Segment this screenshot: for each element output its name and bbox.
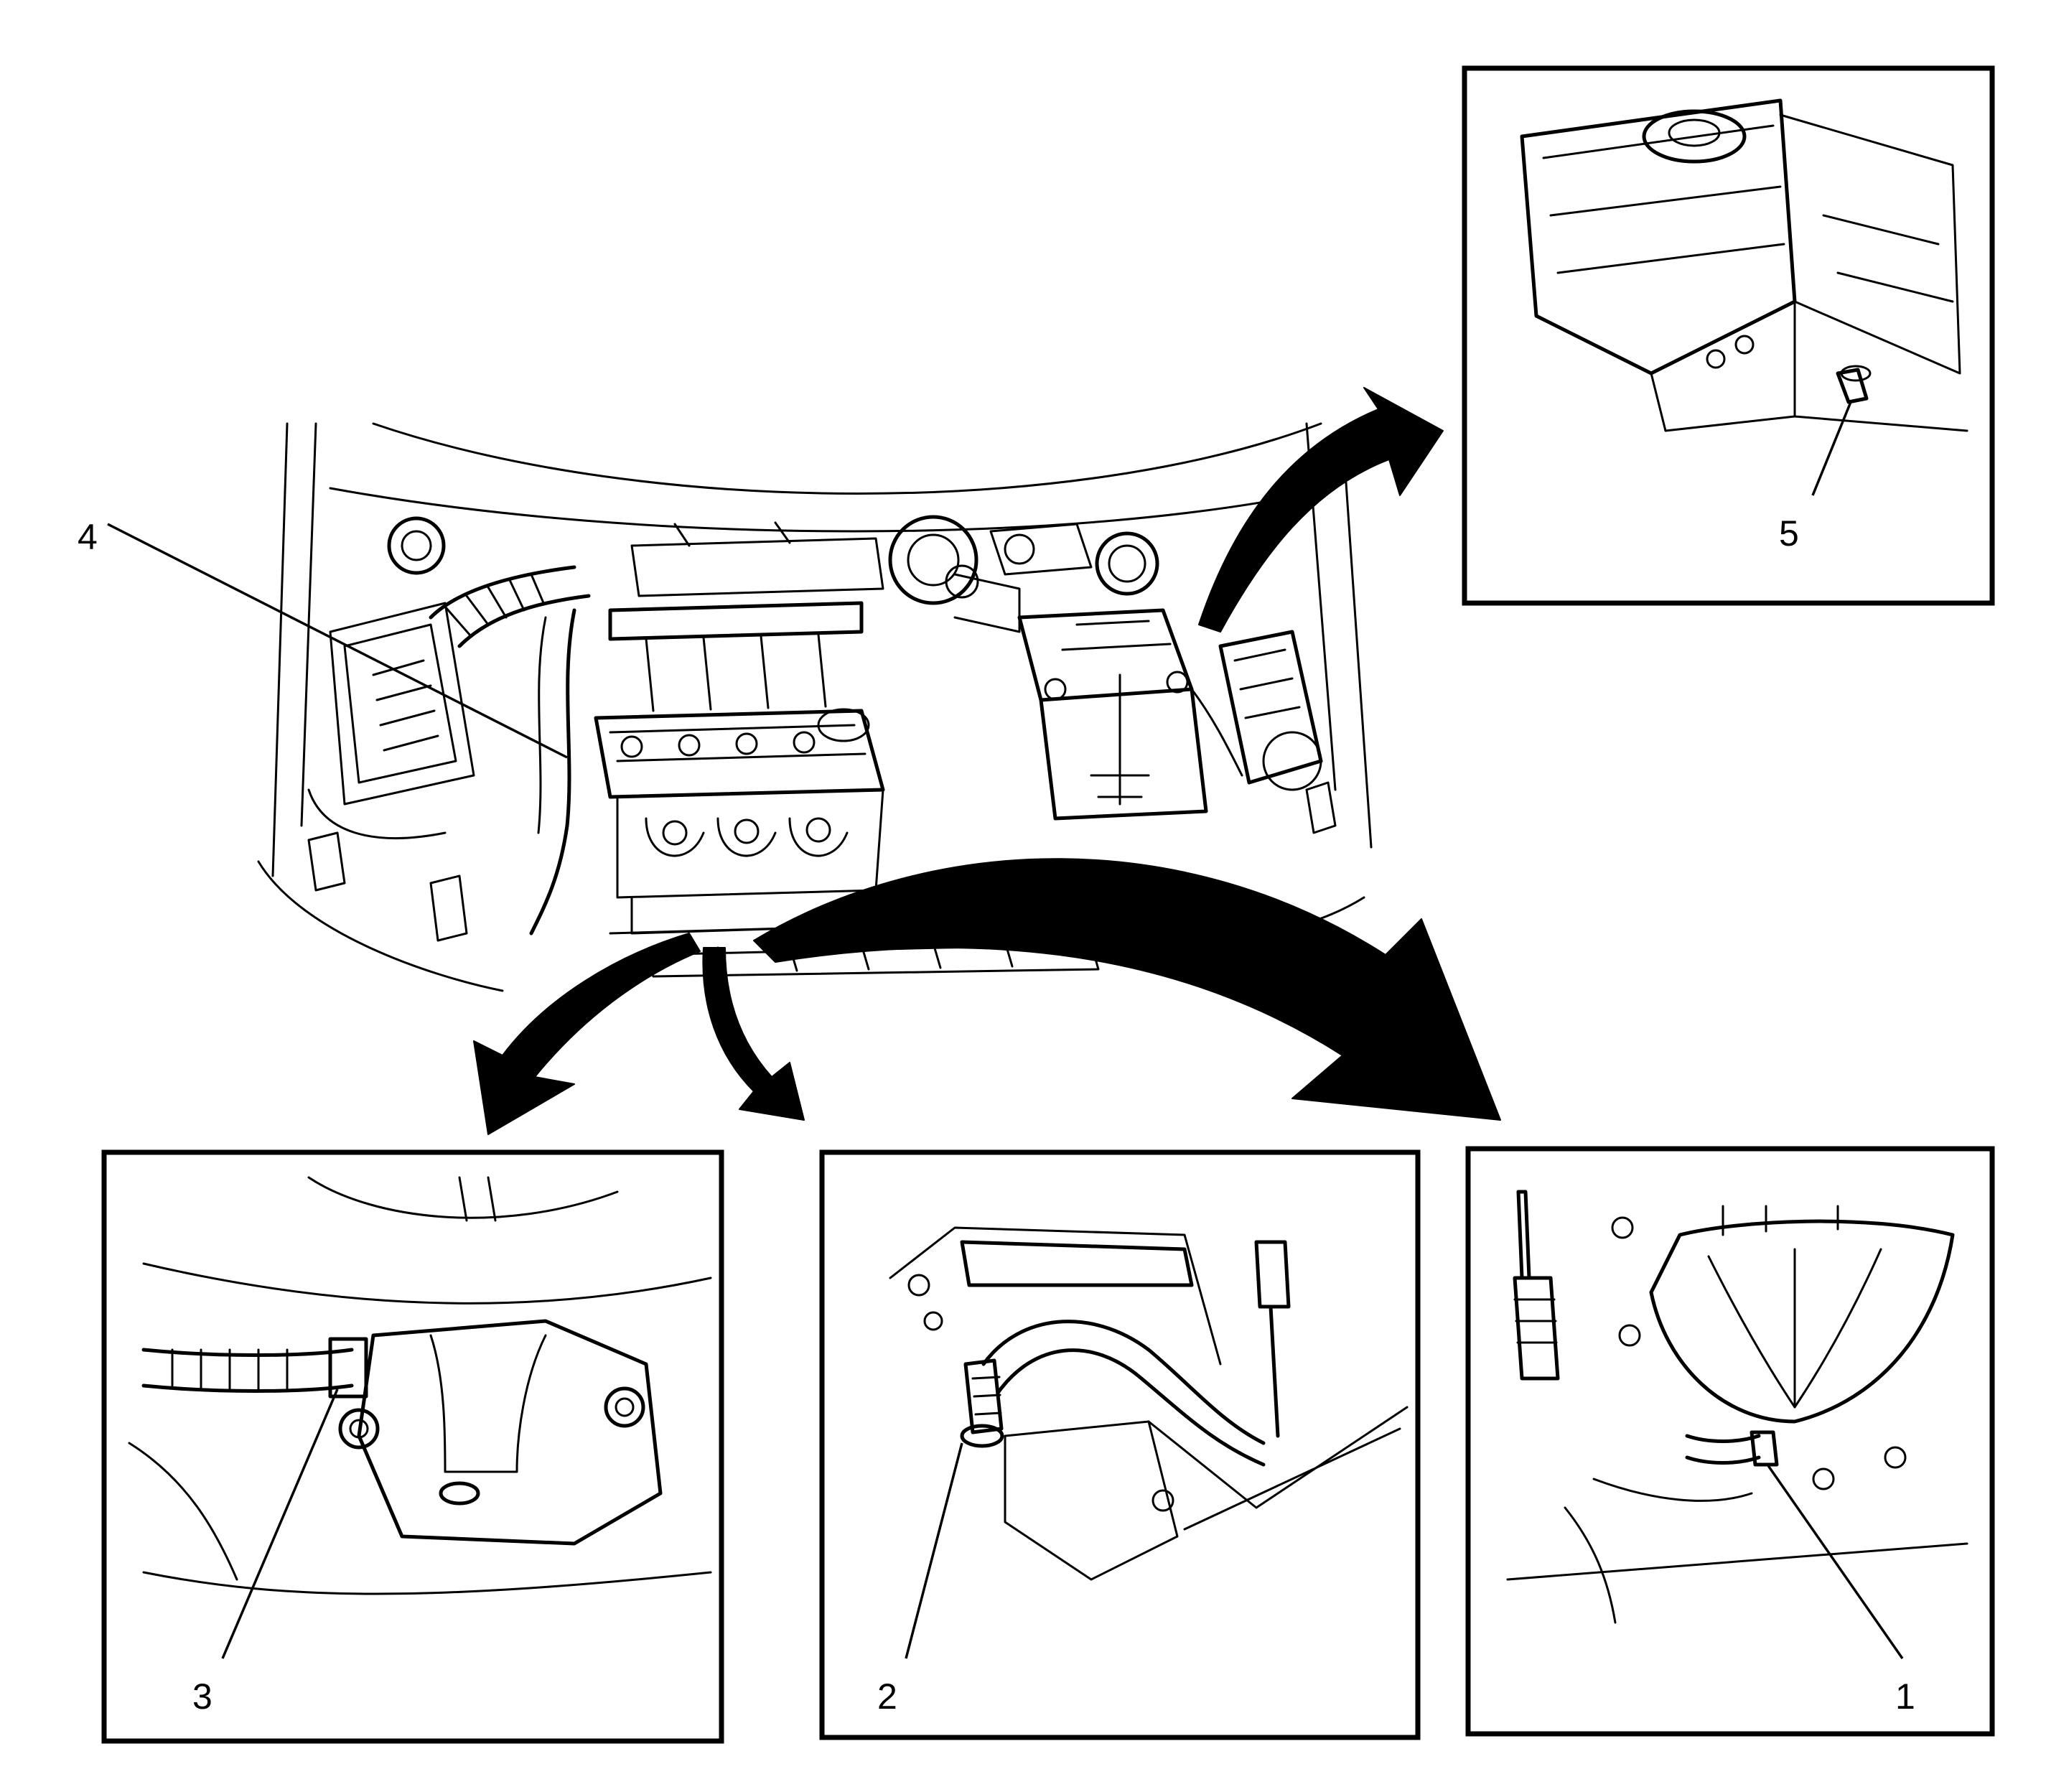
detail-panel-3: 3 (101, 1149, 724, 1744)
callout-label: 5 (1779, 513, 1799, 554)
callout-label: 3 (192, 1676, 212, 1717)
arrow-to-panel-3 (473, 933, 701, 1135)
brake-master-cylinder (888, 515, 1021, 633)
wiper-motor (989, 523, 1093, 576)
callout-4: 4 (78, 517, 568, 759)
detail-panel-2: 2 (819, 1149, 1421, 1740)
detail-panel-1: 1 (1465, 1146, 1995, 1737)
reservoir-cap (1095, 531, 1159, 596)
intake-manifold (608, 521, 884, 712)
detail-panel-5: 5 (1462, 65, 1995, 606)
engine-block (594, 708, 885, 935)
fuse-box (1190, 630, 1323, 791)
callout-label: 4 (78, 517, 98, 557)
engine-compartment-view (257, 422, 1373, 992)
callout-label: 1 (1895, 1676, 1915, 1717)
arrow-to-panel-5 (1198, 387, 1444, 633)
intake-duct (429, 565, 591, 648)
callout-label: 2 (877, 1676, 897, 1717)
battery (1017, 608, 1208, 821)
arrow-to-panel-2 (702, 947, 805, 1121)
arrow-to-panel-1 (753, 858, 1501, 1121)
air-cleaner-box (307, 602, 475, 839)
